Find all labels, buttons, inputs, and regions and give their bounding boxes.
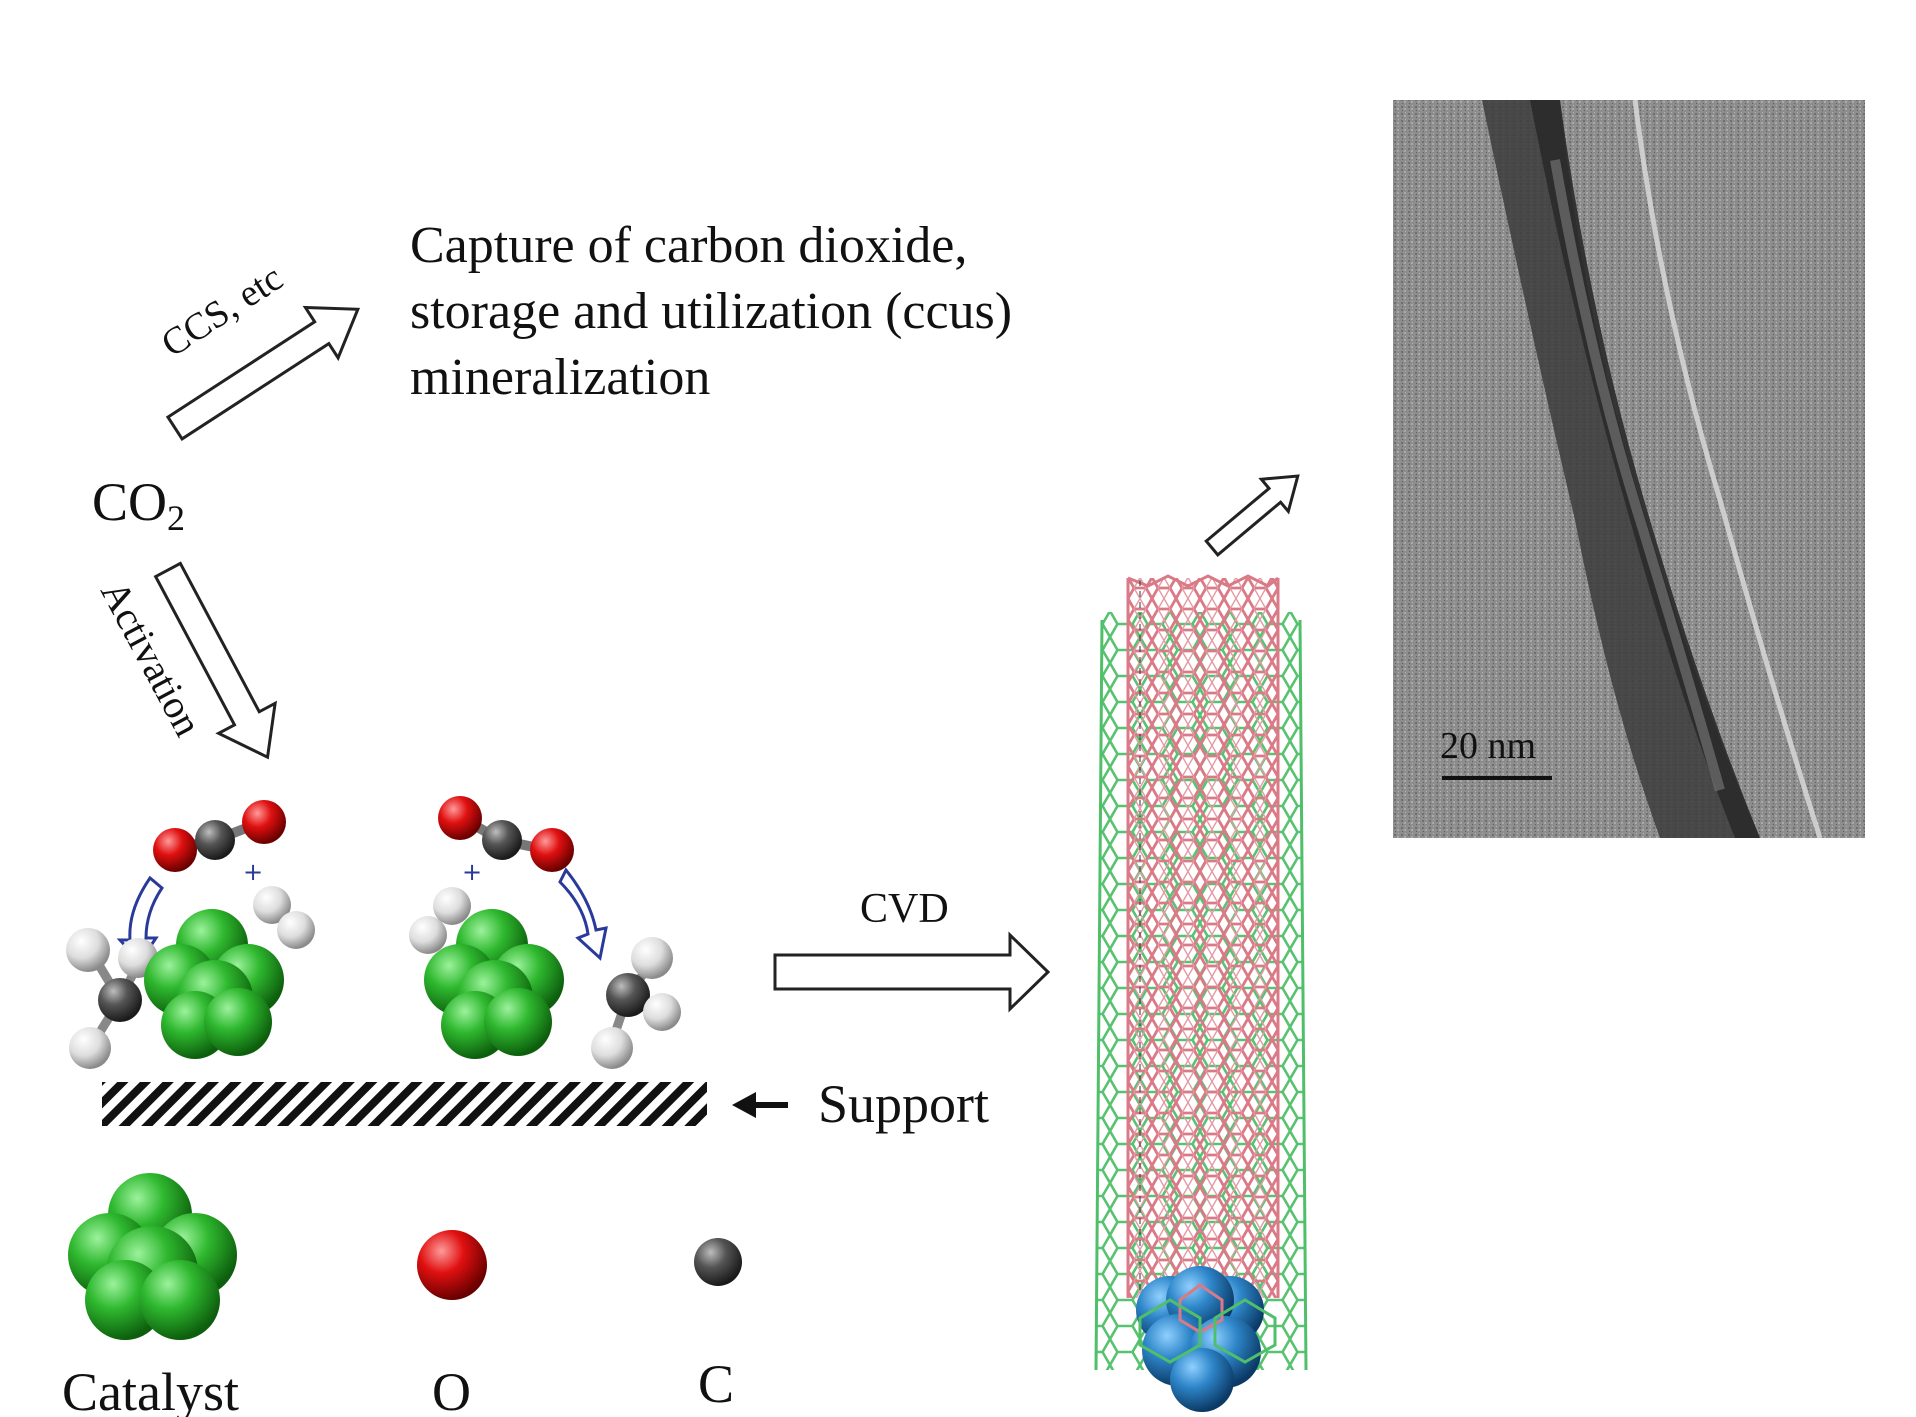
plus-sign: + — [462, 858, 482, 886]
carbon-atom — [482, 820, 522, 860]
co2-label-main: CO — [92, 472, 167, 532]
oxygen-atom — [438, 796, 482, 840]
scale-bar-label: 20 nm — [1440, 725, 1536, 767]
cvd-arrow — [773, 931, 1051, 1013]
oxygen-atom — [242, 800, 286, 844]
oxygen-atom — [153, 828, 197, 872]
support-label: Support — [818, 1074, 989, 1134]
ccus-line-2: storage and utilization (ccus) — [410, 283, 1012, 340]
plus-sign: + — [243, 858, 263, 886]
legend-oxygen-sphere — [417, 1230, 487, 1300]
catalyst-seed-cluster — [1136, 1266, 1264, 1412]
ccus-line-3: mineralization — [410, 349, 710, 406]
tem-micrograph: 20 nm — [1393, 100, 1865, 838]
legend-oxygen-label: O — [432, 1362, 471, 1417]
carbon-atom — [195, 820, 235, 860]
oxygen-atom — [530, 828, 574, 872]
legend-catalyst-label: Catalyst — [62, 1362, 239, 1417]
support-pointer-arrow — [732, 1092, 788, 1118]
ccus-line-1: Capture of carbon dioxide, — [410, 217, 967, 274]
legend-catalyst-sphere — [68, 1173, 237, 1340]
co2-label-subscript: 2 — [167, 498, 185, 538]
co2-label: CO2 — [92, 472, 185, 538]
ccs-arrow — [165, 305, 361, 441]
activation-arrow — [153, 561, 278, 760]
legend-carbon-sphere — [694, 1238, 742, 1286]
catalyst-cluster-right: + — [409, 796, 681, 1069]
tem-pointer-arrow — [1204, 474, 1300, 558]
ccus-text-block: Capture of carbon dioxide, storage and u… — [410, 217, 1012, 406]
catalyst-cluster-left: + — [66, 800, 315, 1069]
scale-bar: 20 nm — [1440, 725, 1552, 780]
support-bar — [102, 1082, 707, 1126]
legend: Catalyst O C — [62, 1173, 742, 1417]
legend-carbon-label: C — [698, 1354, 734, 1414]
cvd-label: CVD — [860, 886, 949, 932]
carbon-nanotube — [1094, 574, 1308, 1412]
